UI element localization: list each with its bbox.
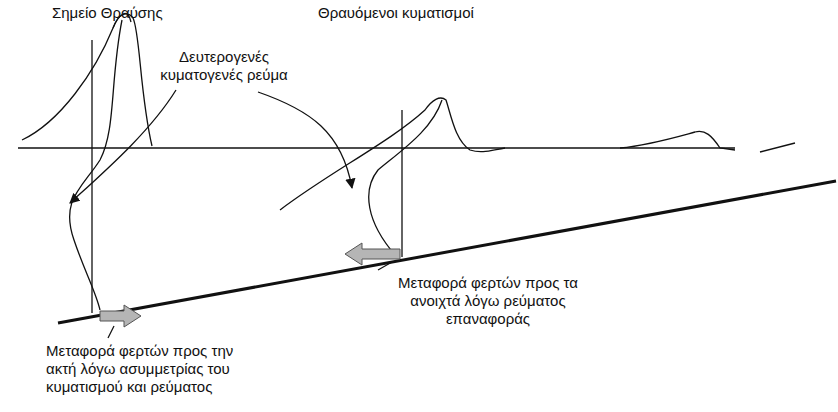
velocity-profile (369, 100, 442, 256)
heading-label: Σημείο Θραύσης (52, 4, 202, 22)
current-label: Δευτερογενές κυματογενές ρεύμα (158, 48, 290, 84)
leader-arrow (258, 92, 352, 188)
transport-label: Μεταφορά φερτών προς την ακτή λόγω ασυμμ… (46, 342, 261, 396)
leader-arrow (70, 90, 176, 203)
leader-line (378, 262, 392, 270)
wave (620, 131, 735, 150)
transport-label: Μεταφορά φερτών προς τα ανοιχτά λόγω ρεύ… (372, 274, 604, 328)
water-level (760, 143, 795, 152)
profile-line (401, 110, 402, 257)
offshore-transport-arrow (345, 243, 400, 265)
heading-label: Θραυόμενοι κυματισμοί (318, 4, 518, 22)
breaking-point-line (91, 40, 92, 313)
breaking-wave (22, 14, 152, 146)
onshore-transport-arrow (100, 305, 141, 327)
breaking-wave (280, 98, 505, 210)
velocity-profile (70, 20, 122, 310)
leader-line (108, 326, 114, 338)
